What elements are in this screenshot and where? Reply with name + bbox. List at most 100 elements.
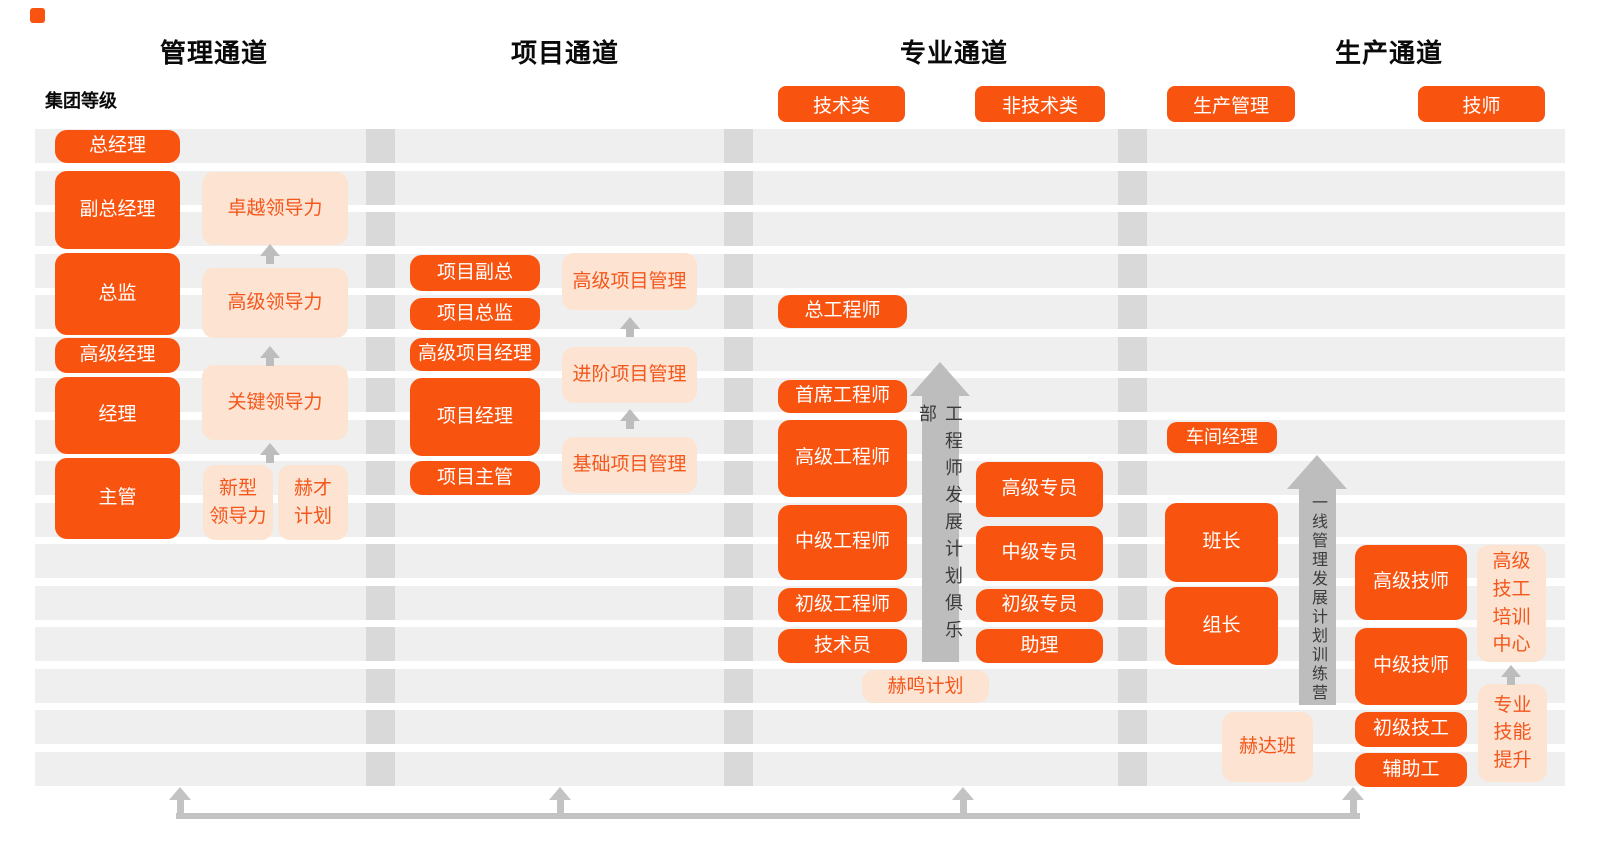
column-divider-segment (366, 503, 395, 537)
column-divider-segment (1118, 461, 1147, 495)
prof-level-junior-specialist: 初级专员 (976, 589, 1103, 622)
prof-level-assistant: 助理 (976, 629, 1103, 663)
frontline-management-camp-label: 一线管理发展计划训练营 (1309, 494, 1326, 703)
column-divider-segment (366, 129, 395, 163)
column-divider-segment (366, 544, 395, 578)
mgmt-level-manager: 经理 (55, 377, 180, 454)
column-divider-segment (724, 752, 753, 786)
column-divider-segment (1118, 544, 1147, 578)
mgmt-level-senior-manager: 高级经理 (55, 338, 180, 373)
prod-level-senior-technician: 高级技师 (1355, 545, 1467, 620)
column-divider-segment (1118, 586, 1147, 620)
column-divider-segment (366, 669, 395, 703)
column-divider-segment (724, 337, 753, 371)
column-divider-segment (724, 295, 753, 329)
column-divider-segment (724, 627, 753, 661)
column-divider-segment (724, 710, 753, 744)
mgmt-program-excellent-leadership: 卓越领导力 (202, 172, 348, 245)
prod-level-auxiliary-worker: 辅助工 (1355, 753, 1467, 787)
prod-program-senior-training-center: 高级 技工 培训 中心 (1477, 545, 1546, 662)
up-arrow-icon (620, 409, 640, 429)
project-program-intermediate-pm: 进阶项目管理 (562, 347, 697, 403)
project-level-project-manager: 项目经理 (410, 378, 540, 456)
prof-level-senior-specialist: 高级专员 (976, 462, 1103, 517)
column-divider-segment (724, 586, 753, 620)
channel-title-production: 生产通道 (1334, 38, 1444, 68)
project-level-vp: 项目副总 (410, 255, 540, 291)
column-divider-segment (1118, 752, 1147, 786)
mgmt-program-new-leadership: 新型 领导力 (203, 465, 273, 540)
baseline-up-arrow-icon (169, 787, 191, 813)
project-level-project-supervisor: 项目主管 (410, 461, 540, 495)
project-program-advanced-pm: 高级项目管理 (562, 253, 697, 310)
row-stripe (35, 710, 1565, 744)
tab-technician-category: 技师 (1418, 86, 1545, 122)
column-divider-segment (366, 627, 395, 661)
column-divider-segment (1118, 710, 1147, 744)
column-divider-segment (724, 378, 753, 412)
prof-level-principal-engineer: 首席工程师 (778, 380, 907, 413)
prod-program-skill-improvement: 专业 技能 提升 (1478, 684, 1547, 782)
prod-level-team-leader: 班长 (1165, 503, 1278, 582)
column-divider-segment (1118, 295, 1147, 329)
column-divider-segment (366, 586, 395, 620)
column-divider-segment (1118, 254, 1147, 288)
mgmt-program-hecai-plan: 赫才 计划 (278, 465, 348, 540)
tab-production-management: 生产管理 (1167, 86, 1295, 122)
column-divider-segment (1118, 378, 1147, 412)
row-stripe (35, 129, 1565, 163)
column-divider-segment (724, 212, 753, 246)
column-divider-segment (1118, 129, 1147, 163)
prof-level-senior-engineer: 高级工程师 (778, 420, 907, 497)
prod-level-junior-worker: 初级技工 (1355, 712, 1467, 747)
corner-logo-mark (30, 8, 45, 23)
baseline-up-arrow-icon (952, 787, 974, 813)
project-program-basic-pm: 基础项目管理 (562, 437, 697, 493)
column-divider-segment (1118, 627, 1147, 661)
tab-technical-category: 技术类 (778, 86, 905, 122)
prof-level-junior-engineer: 初级工程师 (778, 588, 907, 622)
prof-level-chief-engineer-general: 总工程师 (778, 295, 907, 328)
mgmt-level-director: 总监 (55, 253, 180, 335)
prof-program-heming-plan: 赫鸣计划 (862, 670, 989, 703)
column-divider-segment (724, 669, 753, 703)
column-divider-segment (724, 503, 753, 537)
up-arrow-icon (260, 346, 280, 366)
prof-level-intermediate-engineer: 中级工程师 (778, 505, 907, 580)
project-level-director: 项目总监 (410, 298, 540, 330)
mgmt-program-advanced-leadership: 高级领导力 (202, 268, 348, 338)
prof-level-technician: 技术员 (778, 629, 907, 663)
column-divider-segment (366, 254, 395, 288)
big-arrow-head-icon (910, 362, 970, 396)
column-divider-segment (1118, 420, 1147, 454)
column-divider-segment (366, 752, 395, 786)
channel-title-management: 管理通道 (159, 38, 269, 68)
group-level-label: 集团等级 (45, 91, 117, 111)
column-divider-segment (1118, 337, 1147, 371)
column-divider-segment (366, 212, 395, 246)
mgmt-level-supervisor: 主管 (55, 458, 180, 539)
column-divider-segment (366, 171, 395, 205)
engineer-development-club-arrow: 工程师发展计划俱乐部 (910, 362, 970, 662)
mgmt-level-general-manager: 总经理 (55, 130, 180, 163)
engineer-development-club-label: 工程师发展计划俱乐部 (917, 404, 963, 647)
column-divider-segment (724, 171, 753, 205)
prod-level-workshop-manager: 车间经理 (1167, 422, 1277, 453)
column-divider-segment (366, 295, 395, 329)
column-divider-segment (366, 461, 395, 495)
column-divider-segment (1118, 669, 1147, 703)
big-arrow-head-icon (1287, 455, 1347, 489)
column-divider-segment (724, 461, 753, 495)
column-divider-segment (724, 254, 753, 288)
column-divider-segment (724, 420, 753, 454)
column-divider-segment (1118, 212, 1147, 246)
frontline-management-camp-arrow: 一线管理发展计划训练营 (1287, 455, 1347, 705)
mgmt-program-key-leadership: 关键领导力 (202, 365, 348, 440)
column-divider-segment (724, 544, 753, 578)
prod-level-intermediate-technician: 中级技师 (1355, 628, 1467, 705)
column-divider-segment (366, 337, 395, 371)
channel-title-project: 项目通道 (510, 38, 620, 68)
row-stripe (35, 752, 1565, 786)
prod-level-group-leader: 组长 (1165, 587, 1278, 665)
